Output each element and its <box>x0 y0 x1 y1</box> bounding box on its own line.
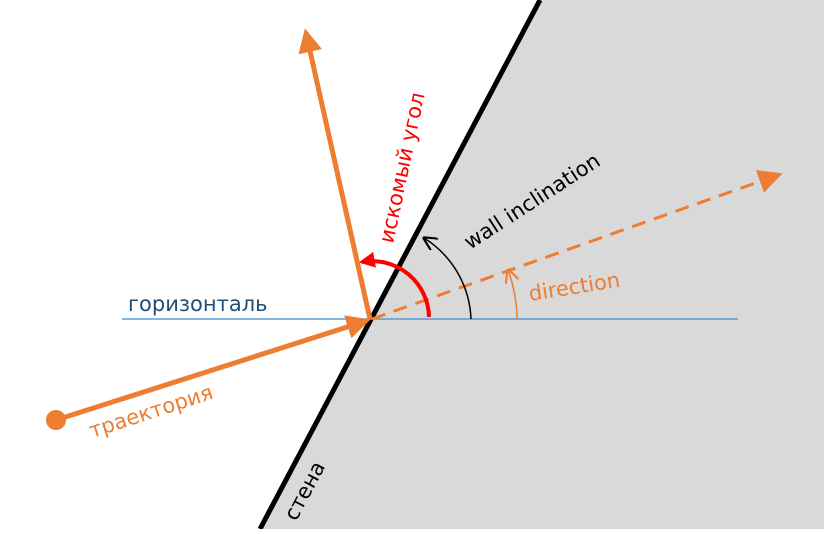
sought-angle-arc <box>358 251 431 318</box>
direction-arc <box>508 270 517 320</box>
horizontal-label: горизонталь <box>128 292 268 316</box>
direction-dashed-arrow <box>371 170 783 321</box>
trajectory-line <box>55 315 371 423</box>
wall-line <box>257 0 543 531</box>
wall-region <box>260 0 824 529</box>
trajectory-start-point <box>46 410 66 430</box>
reflected-ray <box>298 28 373 320</box>
wall-inclination-arc <box>424 238 472 320</box>
